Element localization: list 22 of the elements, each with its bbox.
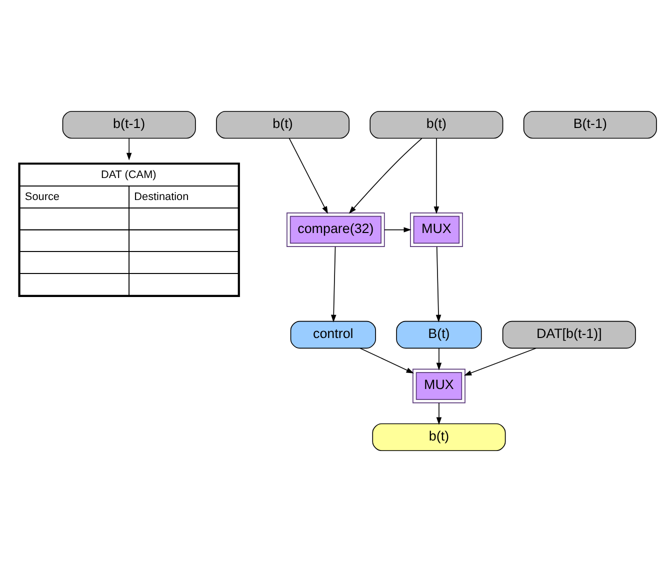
- arrow: [288, 138, 328, 214]
- node-box: b(t): [216, 110, 350, 139]
- arrow: [330, 246, 336, 322]
- node-box: b(t-1): [62, 110, 196, 139]
- arrow: [126, 138, 132, 160]
- arrow: [434, 138, 440, 214]
- arrow: [436, 246, 442, 322]
- arrow: [348, 138, 422, 214]
- node-box: B(t-1): [523, 110, 657, 139]
- arrow: [360, 348, 414, 374]
- node-box: b(t): [370, 110, 504, 139]
- node-box: DAT[b(t-1)]: [502, 320, 636, 349]
- node-box: MUX: [410, 212, 463, 247]
- node-box: MUX: [412, 368, 466, 404]
- node-box: control: [290, 320, 376, 349]
- arrow: [436, 348, 442, 370]
- node-box: B(t): [396, 320, 482, 349]
- node-box: b(t): [372, 423, 506, 452]
- arrow: [384, 227, 412, 232]
- node-box: compare(32): [286, 212, 385, 247]
- arrow: [436, 402, 442, 425]
- arrow: [464, 348, 536, 376]
